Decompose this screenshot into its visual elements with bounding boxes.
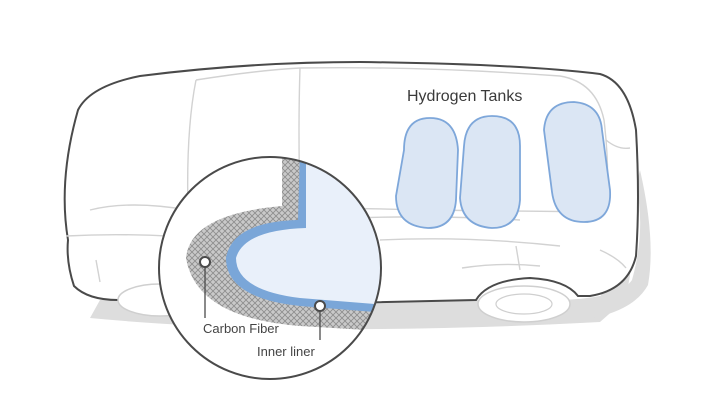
tank-cross-section-zoom xyxy=(158,156,382,380)
hydrogen-tanks xyxy=(395,101,611,229)
carbon-fiber-marker xyxy=(199,256,211,268)
hydrogen-tanks-label: Hydrogen Tanks xyxy=(407,88,523,105)
hydrogen-tank-3 xyxy=(543,101,611,223)
hydrogen-tank-2 xyxy=(459,115,521,229)
carbon-fiber-label: Carbon Fiber xyxy=(203,321,279,336)
hydrogen-tank-1 xyxy=(395,117,459,229)
rear-wheel-hub xyxy=(495,293,553,315)
inner-liner-layer xyxy=(226,157,381,314)
inner-liner-marker xyxy=(314,300,326,312)
inner-liner-label: Inner liner xyxy=(257,344,315,359)
carbon-fiber-layer xyxy=(186,157,381,332)
